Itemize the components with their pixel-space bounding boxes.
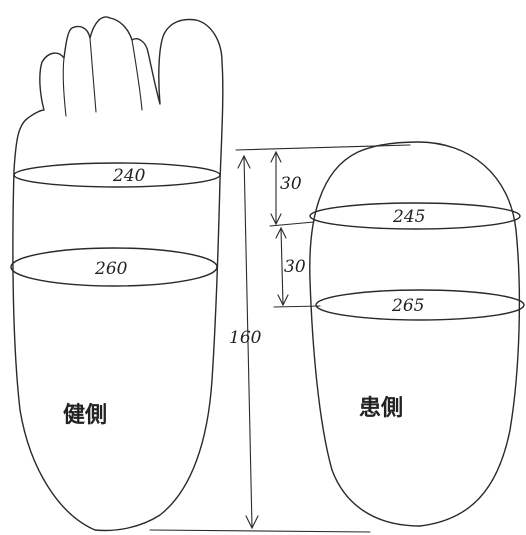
spacing-2-arrow <box>280 227 284 306</box>
healthy-foot-label: 健側 <box>63 402 107 428</box>
healthy-width-upper-band <box>13 162 221 188</box>
spacing-1-label: 30 <box>280 174 302 194</box>
healthy-width-lower-label: 260 <box>94 259 128 279</box>
affected-width-lower-band <box>315 289 525 321</box>
affected-width-upper-band <box>309 202 521 230</box>
affected-foot-label: 患側 <box>359 395 403 421</box>
affected-foot-outline <box>309 141 521 527</box>
healthy-foot-outline <box>12 16 224 532</box>
length-label: 160 <box>229 328 262 348</box>
healthy-width-upper-label: 240 <box>112 166 146 186</box>
healthy-width-lower-band <box>10 247 218 287</box>
affected-foot: 245 265 患側 <box>309 141 525 527</box>
healthy-foot: 240 260 健側 <box>10 16 224 532</box>
length-arrow <box>243 155 253 529</box>
spacing-2-label: 30 <box>284 257 306 277</box>
affected-width-lower-label: 265 <box>391 296 424 316</box>
dimension-lines: 160 30 30 <box>149 144 411 533</box>
affected-width-upper-label: 245 <box>392 207 425 227</box>
